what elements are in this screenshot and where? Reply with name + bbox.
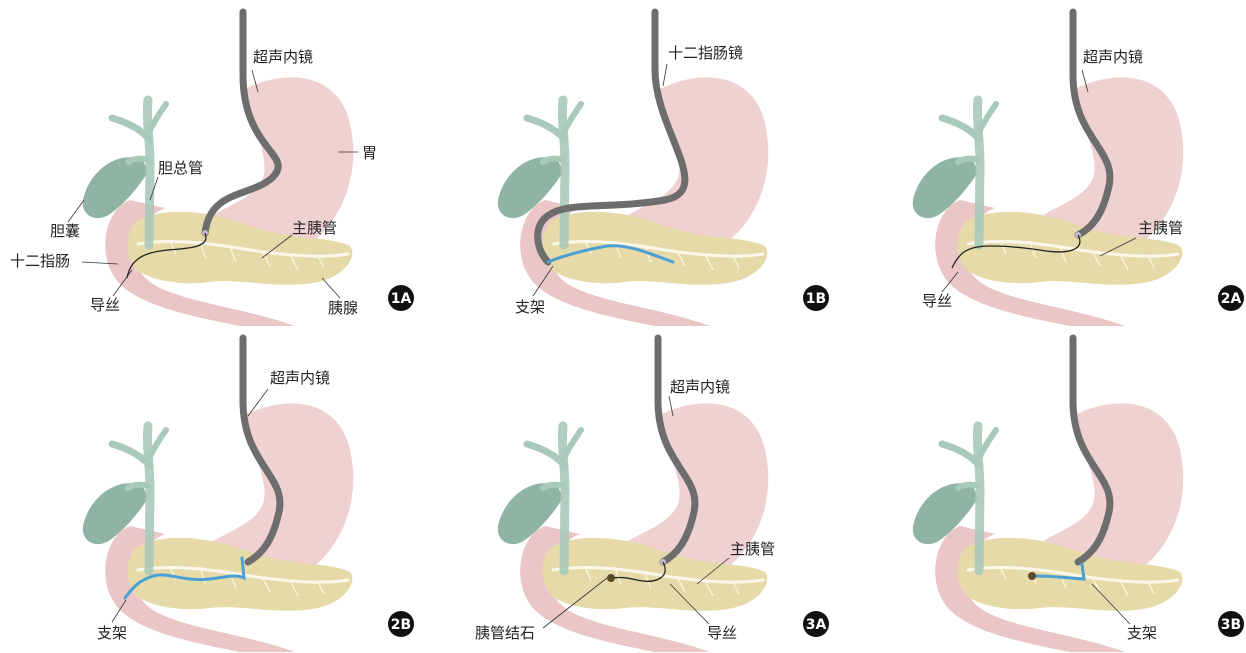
label-guidewire: 导丝 <box>90 296 120 314</box>
hepatic-duct-right <box>980 104 996 130</box>
panel-2b: 超声内镜支架 2B <box>0 326 415 652</box>
label-stomach: 胃 <box>362 144 377 162</box>
hepatic-duct-right <box>980 430 996 456</box>
anatomy-2A <box>913 77 1183 326</box>
hepatic-duct-right <box>150 104 166 130</box>
common-bile-duct <box>147 426 150 571</box>
panel-2a: 超声内镜主胰管导丝 2A <box>830 0 1245 326</box>
pancreatic-stone <box>607 574 615 582</box>
label-pancreas: 胰腺 <box>328 299 358 317</box>
label-endoscope: 超声内镜 <box>1083 48 1143 66</box>
panel-badge-text: 2A <box>1221 291 1242 307</box>
panel-3b: 支架 3B <box>830 326 1245 652</box>
common-bile-duct <box>977 426 980 571</box>
common-bile-duct <box>562 100 565 245</box>
leader-line <box>663 64 667 86</box>
panel-badge-text: 1A <box>391 291 412 307</box>
panel-badge-text: 3A <box>806 617 827 633</box>
label-endoscope: 十二指肠镜 <box>668 44 743 62</box>
anatomy-3B <box>913 403 1183 652</box>
label-stent: 支架 <box>97 624 127 642</box>
label-stent: 支架 <box>1127 624 1157 642</box>
hepatic-duct-right <box>150 430 166 456</box>
label-guidewire: 导丝 <box>922 292 952 310</box>
anatomy-2B <box>83 403 353 652</box>
panel-badge-text: 3B <box>1221 617 1241 633</box>
cystic-duct <box>128 159 148 162</box>
cystic-duct <box>958 159 978 162</box>
common-bile-duct <box>562 426 565 571</box>
leader-line <box>322 278 340 298</box>
common-bile-duct <box>147 100 150 245</box>
label-stone: 胰管结石 <box>475 624 535 642</box>
label-common-bile-duct: 胆总管 <box>158 159 203 177</box>
anatomy-3A <box>498 403 768 652</box>
hepatic-duct-right <box>565 430 581 456</box>
cystic-duct <box>958 485 978 488</box>
panel-badge-text: 2B <box>391 617 411 633</box>
label-main-pancreatic-duct: 主胰管 <box>1138 219 1183 237</box>
panel-svg-3b: 支架 3B <box>830 326 1245 652</box>
label-guidewire: 导丝 <box>707 624 737 642</box>
cystic-duct <box>543 159 563 162</box>
panel-badge-text: 1B <box>806 291 826 307</box>
label-endoscope: 超声内镜 <box>670 378 730 396</box>
hepatic-duct-right <box>565 104 581 130</box>
leader-line <box>68 200 84 222</box>
cystic-duct <box>128 485 148 488</box>
label-duodenum: 十二指肠 <box>10 252 70 270</box>
label-gallbladder: 胆囊 <box>50 222 80 240</box>
label-stent: 支架 <box>515 298 545 316</box>
pancreatic-stone <box>1028 572 1036 580</box>
label-main-pancreatic-duct: 主胰管 <box>730 540 775 558</box>
panel-1b: 十二指肠镜支架 1B <box>415 0 830 326</box>
cystic-duct <box>543 485 563 488</box>
common-bile-duct <box>977 100 980 245</box>
label-endoscope: 超声内镜 <box>253 48 313 66</box>
panel-3a: 超声内镜主胰管胰管结石 导丝 3A <box>415 326 830 652</box>
label-endoscope: 超声内镜 <box>270 369 330 387</box>
panel-1a: 超声内镜胃胆总管胆囊 主胰管十二指肠导丝 胰腺 1A <box>0 0 415 326</box>
label-main-pancreatic-duct: 主胰管 <box>292 219 337 237</box>
